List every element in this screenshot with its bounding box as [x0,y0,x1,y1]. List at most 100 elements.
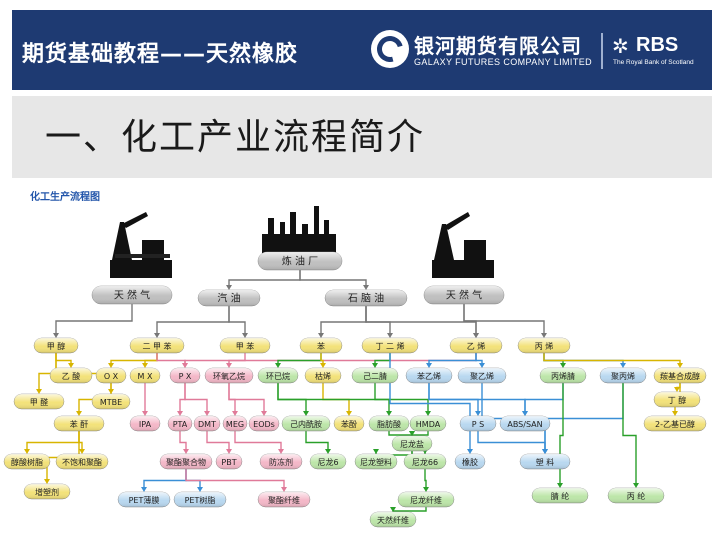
node-label: 尼龙纤维 [410,495,442,505]
node-acetic: 乙 酸 [49,367,93,384]
node-plastic: 塑 料 [519,453,571,470]
arrowhead-icon [318,333,324,338]
arrowhead-icon [325,449,331,454]
node-label: 尼龙66 [412,457,438,467]
node-label: 醇酸树脂 [11,457,43,467]
flow-arrow-gasoline-to-toluene [228,306,246,336]
arrowhead-icon [475,411,481,416]
node-label: 防冻剂 [269,457,293,467]
node-toluene: 甲 苯 [219,337,271,354]
node-nylon6: 尼龙6 [309,453,347,470]
arrowhead-icon [560,363,566,368]
arrowhead-icon [197,487,203,492]
flow-arrow-ps-to-plastic [477,431,546,452]
node-label: P S [472,420,484,429]
node-butanol: 丁 醇 [653,391,701,408]
flow-arrow-polyester-to-polyester_fiber [185,469,285,490]
node-label: 甲 醇 [47,341,66,351]
arrowhead-icon [557,483,563,488]
node-butadiene: 丁 二 烯 [361,337,419,354]
node-label: 聚丙烯 [611,371,635,381]
node-label: 己内酰胺 [290,419,322,429]
arrowhead-icon [390,507,396,512]
node-refinery: 炼 油 厂 [257,251,343,271]
arrowhead-icon [363,285,369,290]
node-meg: MEG [222,415,248,432]
flow-arrow-diethylbenzene-to-hmda [374,383,429,414]
node-pet_resin: PET树脂 [173,491,227,508]
flow-nodes: 炼 油 厂天 然 气汽 油石 脑 油天 然 气甲 醇二 甲 苯甲 苯苯丁 二 烯… [3,251,707,528]
node-abs: ABS/SAN [499,415,551,432]
arrowhead-icon [226,285,232,290]
node-label: DMT [198,420,216,429]
node-label: ABS/SAN [507,420,542,429]
node-label: 炼 油 厂 [282,255,318,268]
arrowhead-icon [79,449,85,454]
company-name-cn: 银河期货有限公司 [414,34,582,58]
arrowhead-icon [320,363,326,368]
node-styrene: 苯乙烯 [405,367,453,384]
node-mx: M X [129,367,161,384]
node-nylon_fiber: 尼龙纤维 [397,491,455,508]
node-label: 橡胶 [462,457,478,467]
node-pvc_monomer: 聚乙烯 [457,367,507,384]
node-label: 脂肪酸 [377,419,401,429]
arrowhead-icon [53,333,59,338]
node-label: 苯 [317,341,325,351]
arrowhead-icon [108,363,114,368]
node-oxo: 羰基合成醇 [653,367,707,384]
node-propylene: 丙 烯 [517,337,571,354]
node-cumene: 枯烯 [304,367,342,384]
rbs-logo-icon: ✲ [612,34,629,58]
node-label: 丁 醇 [668,395,687,405]
node-label: HMDA [416,420,441,429]
node-gasoline: 汽 油 [197,289,261,307]
node-label: 环氧乙烷 [213,371,245,381]
node-label: M X [138,372,153,381]
node-label: 2-乙基已醇 [655,419,695,429]
flow-arrow-px-to-dmt [184,383,208,414]
arrowhead-icon [467,449,473,454]
arrowhead-icon [226,363,232,368]
arrowhead-icon [633,483,639,488]
arrowhead-icon [68,363,74,368]
diagram-title: 化工生产流程图 [30,190,100,203]
arrowhead-icon [423,487,429,492]
arrowhead-icon [541,333,547,338]
node-dmt: DMT [193,415,221,432]
node-hmda: HMDA [409,415,447,432]
node-label: 二 甲 苯 [142,341,171,351]
node-plasticizer: 增塑剂 [23,483,71,500]
node-ethylene: 乙 烯 [449,337,503,354]
arrowhead-icon [278,449,284,454]
node-label: PTA [173,420,188,429]
arrowhead-icon [261,411,267,416]
rbs-name: RBS [636,34,679,56]
arrowhead-icon [522,411,528,416]
arrowhead-icon [226,449,232,454]
arrowhead-icon [154,333,160,338]
arrowhead-icon [44,479,50,484]
galaxy-logo-icon [371,30,409,68]
node-label: 不饱和聚酯 [62,457,102,467]
node-formaldehyde: 甲 醛 [13,393,65,410]
node-rubber: 橡胶 [454,453,486,470]
node-diethylbenzene: 己二腈 [351,367,399,384]
node-ethylhexanol: 2-乙基已醇 [643,415,707,432]
node-label: 羰基合成醇 [660,371,700,381]
node-label: MTBE [100,398,122,407]
node-label: 尼龙6 [317,457,338,467]
company-name-en: GALAXY FUTURES COMPANY LIMITED [414,57,593,67]
arrowhead-icon [677,363,683,368]
node-label: 甲 醛 [30,397,49,407]
flow-arrow-cyclohexane-to-adipic [277,383,390,414]
node-nylon_plastic: 尼龙塑料 [354,453,398,470]
rbs-subtitle: The Royal Bank of Scotland [613,59,694,66]
node-label: 聚酯纤维 [268,495,300,505]
node-label: 环已烷 [266,371,290,381]
arrowhead-icon [142,411,148,416]
arrowhead-icon [542,449,548,454]
arrowhead-icon [409,431,415,436]
node-alkyd: 醇酸树脂 [3,453,51,470]
arrowhead-icon [672,411,678,416]
